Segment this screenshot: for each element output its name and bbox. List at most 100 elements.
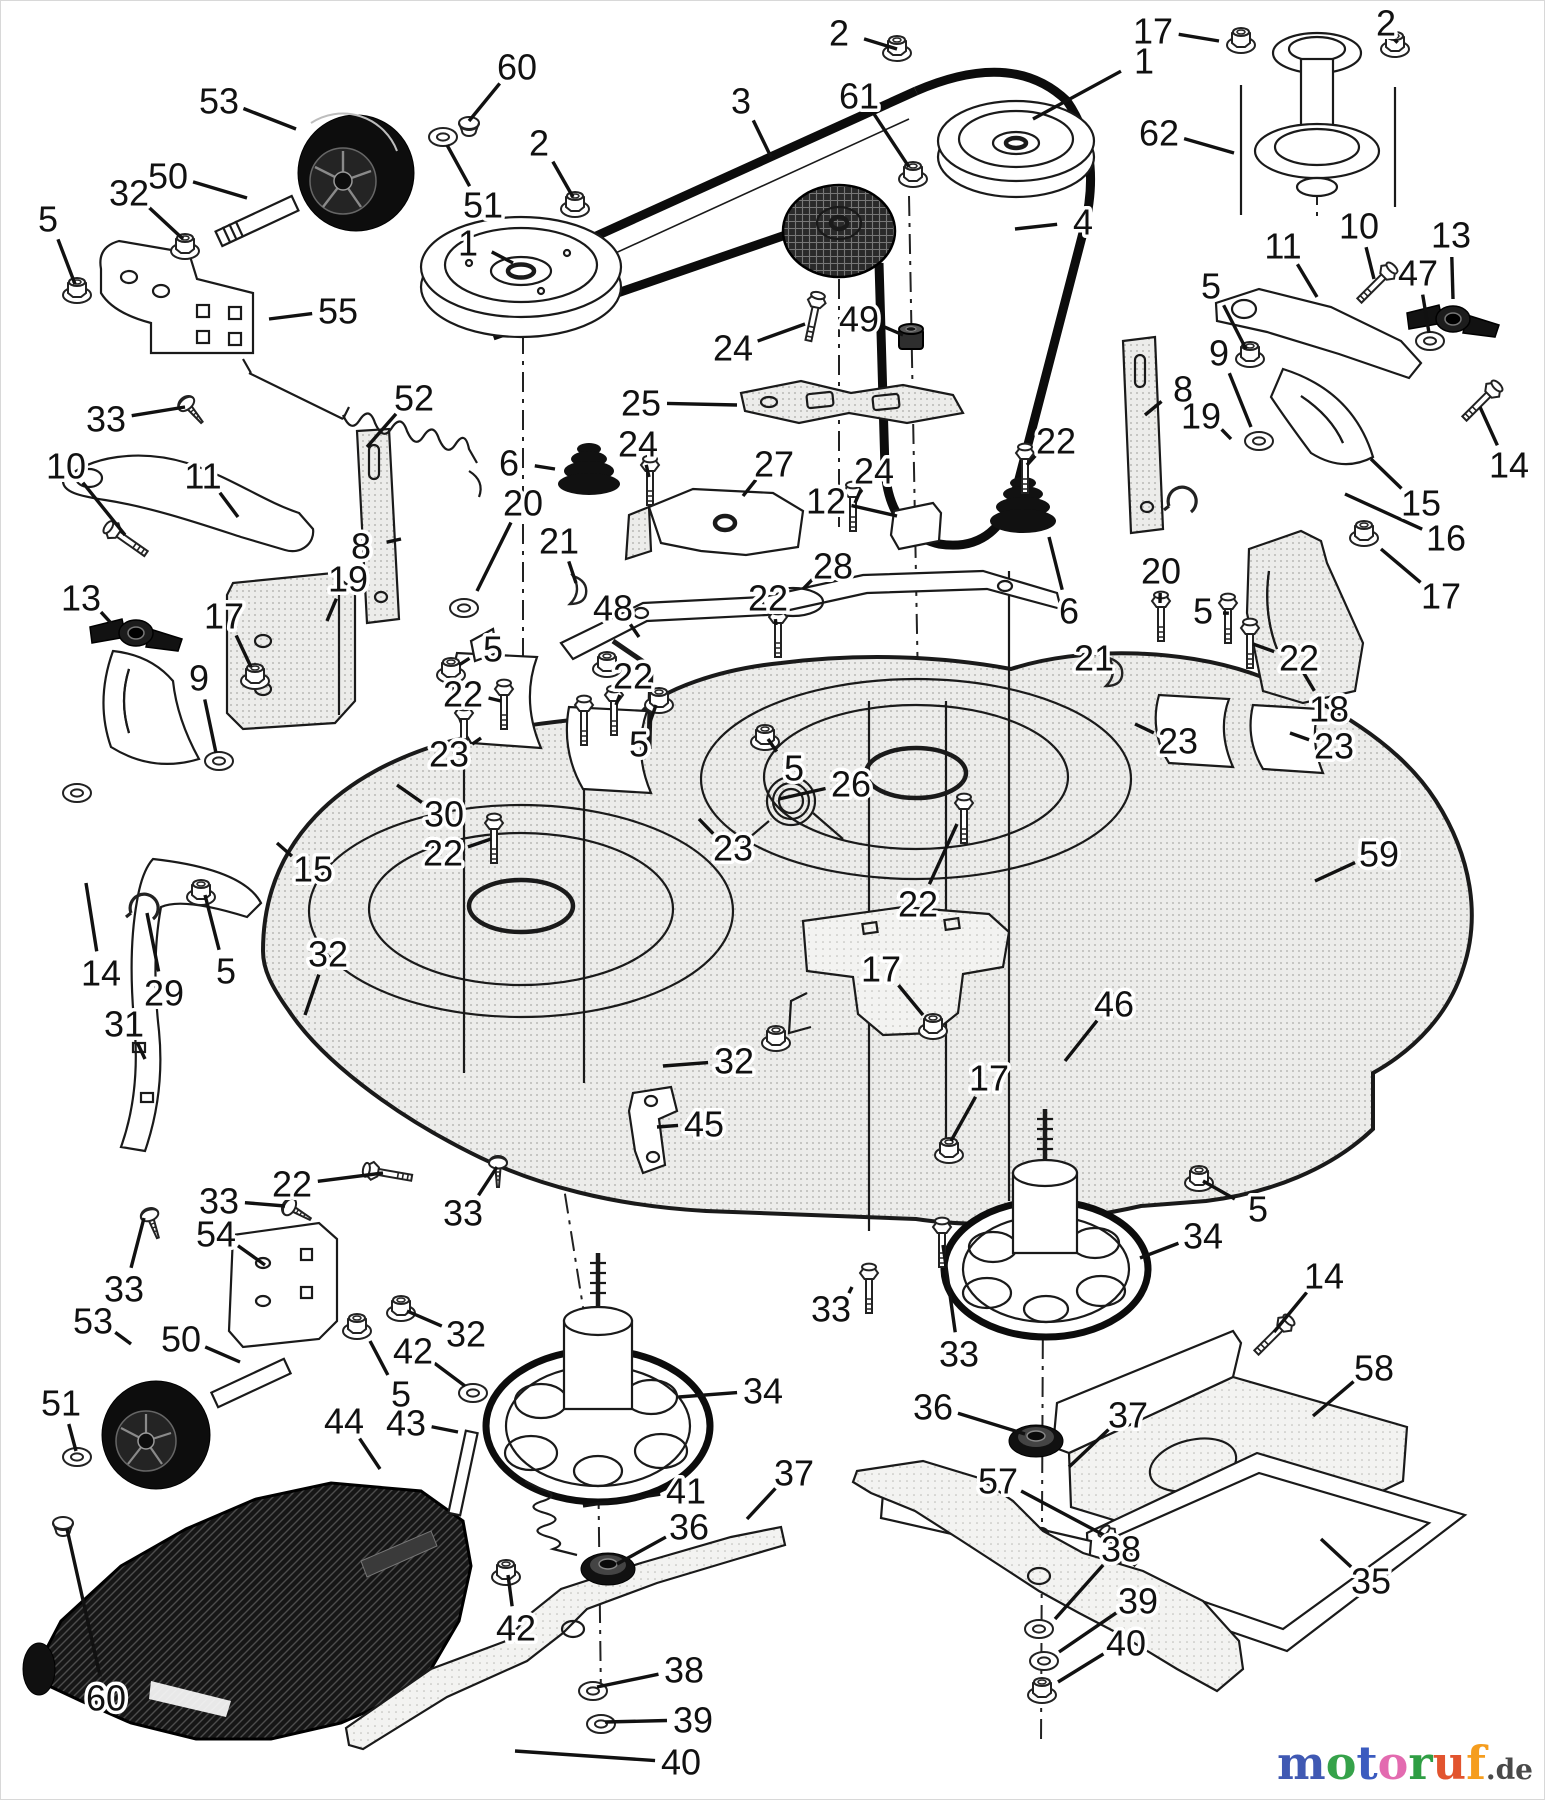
leader-line-22 bbox=[488, 696, 502, 703]
leader-line-26 bbox=[778, 786, 826, 801]
callout-14: 14 bbox=[1489, 445, 1529, 486]
callout-32: 32 bbox=[308, 934, 348, 975]
fnut-icon bbox=[882, 35, 912, 62]
leader-line-53 bbox=[242, 106, 297, 131]
leader-line-43 bbox=[431, 1425, 459, 1434]
fnut-icon bbox=[491, 1559, 521, 1586]
callout-38: 38 bbox=[1101, 1529, 1141, 1570]
callout-12: 12 bbox=[806, 481, 846, 522]
callout-22: 22 bbox=[748, 578, 788, 619]
callout-23: 23 bbox=[1158, 721, 1198, 762]
knob-icon bbox=[89, 618, 183, 652]
callout-2: 2 bbox=[829, 13, 849, 54]
callout-22: 22 bbox=[443, 674, 483, 715]
leader-line-21 bbox=[1110, 667, 1117, 672]
callout-55: 55 bbox=[318, 291, 358, 332]
leader-line-23 bbox=[1289, 731, 1310, 742]
cap-icon bbox=[458, 116, 480, 137]
wheel-axle-bolt-bottom-50 bbox=[209, 1357, 293, 1409]
leader-line-11 bbox=[1295, 263, 1319, 298]
callout-5: 5 bbox=[629, 724, 649, 765]
leader-lines bbox=[56, 32, 1499, 1763]
callout-51: 51 bbox=[41, 1383, 81, 1424]
callout-32: 32 bbox=[446, 1314, 486, 1355]
leader-line-54 bbox=[236, 1244, 266, 1267]
leader-line-22 bbox=[927, 823, 959, 885]
hanger-strap-right-8 bbox=[1121, 335, 1165, 535]
blade-hanger-45 bbox=[627, 1085, 679, 1175]
callout-26: 26 bbox=[831, 764, 871, 805]
callout-46: 46 bbox=[1094, 984, 1134, 1025]
leader-line-2 bbox=[551, 160, 575, 198]
clip-icon bbox=[1163, 485, 1198, 514]
leader-line-51 bbox=[445, 144, 472, 187]
washer-icon bbox=[62, 783, 92, 803]
leader-line-17 bbox=[234, 634, 253, 668]
bolt-icon bbox=[767, 606, 789, 658]
leader-line-14 bbox=[84, 882, 99, 952]
callout-14: 14 bbox=[81, 953, 121, 994]
leader-line-38 bbox=[596, 1672, 659, 1689]
callout-50: 50 bbox=[161, 1319, 201, 1360]
bolt-icon bbox=[858, 1262, 880, 1314]
leader-line-33 bbox=[941, 1244, 957, 1333]
leader-line-24 bbox=[757, 322, 806, 343]
bolt-icon bbox=[493, 678, 515, 730]
leader-line-33 bbox=[847, 1286, 854, 1294]
leader-line-15 bbox=[275, 841, 294, 858]
bracket-27 bbox=[624, 487, 805, 561]
fnut-icon bbox=[918, 1013, 948, 1040]
blade-left-37 bbox=[344, 1525, 787, 1751]
screw-icon bbox=[139, 1207, 160, 1240]
callout-17: 17 bbox=[1133, 11, 1173, 52]
callout-28: 28 bbox=[813, 546, 853, 587]
leader-line-1 bbox=[490, 250, 514, 265]
blade-right-37 bbox=[851, 1459, 1245, 1693]
callout-45: 45 bbox=[684, 1104, 724, 1145]
fnut-icon bbox=[1235, 341, 1265, 368]
hook-icon bbox=[1103, 655, 1124, 688]
callout-37: 37 bbox=[774, 1453, 814, 1494]
bolt-icon bbox=[483, 812, 505, 864]
leader-line-55 bbox=[268, 311, 313, 321]
fnut-icon bbox=[1226, 27, 1256, 54]
callout-36: 36 bbox=[913, 1387, 953, 1428]
lift-arm-left-11 bbox=[61, 454, 315, 553]
callout-13: 13 bbox=[1431, 215, 1471, 256]
spindle-housing-right-34 bbox=[940, 1109, 1152, 1341]
leader-line-32 bbox=[406, 1309, 443, 1328]
leader-line-5 bbox=[1202, 1179, 1236, 1201]
washer-icon bbox=[428, 127, 458, 147]
callout-10: 10 bbox=[46, 446, 86, 487]
wheel-bracket-54 bbox=[227, 1221, 339, 1349]
fnut-icon bbox=[386, 1295, 416, 1322]
leader-line-62 bbox=[1183, 137, 1235, 155]
fnut-icon bbox=[934, 1137, 964, 1164]
callout-21: 21 bbox=[539, 521, 579, 562]
gauge-wheel-bottom-53 bbox=[101, 1380, 211, 1490]
washer-icon bbox=[1244, 431, 1274, 451]
leader-line-19 bbox=[1220, 428, 1233, 441]
callout-15: 15 bbox=[1401, 483, 1441, 524]
leader-line-37 bbox=[1067, 1428, 1110, 1469]
callout-27: 27 bbox=[754, 444, 794, 485]
callout-42: 42 bbox=[496, 1608, 536, 1649]
leader-line-42 bbox=[433, 1361, 467, 1388]
callout-35: 35 bbox=[1351, 1561, 1391, 1602]
leader-line-8 bbox=[386, 537, 402, 544]
callout-57: 57 bbox=[978, 1461, 1018, 1502]
callout-20: 20 bbox=[1141, 551, 1181, 592]
bolt-icon bbox=[1014, 442, 1036, 494]
leader-line-60 bbox=[467, 82, 502, 123]
engine-pulley-left-1 bbox=[419, 215, 623, 339]
leader-line-36 bbox=[957, 1411, 1026, 1436]
leader-line-8 bbox=[1143, 400, 1163, 417]
leader-line-53 bbox=[114, 1331, 133, 1346]
callout-60: 60 bbox=[497, 47, 537, 88]
watermark-motoruf: motoruf.de bbox=[1277, 1736, 1533, 1790]
fnut-icon bbox=[62, 277, 92, 304]
bolt-icon bbox=[953, 792, 975, 844]
wheel-bracket-55 bbox=[99, 239, 255, 355]
callout-9: 9 bbox=[1209, 333, 1229, 374]
